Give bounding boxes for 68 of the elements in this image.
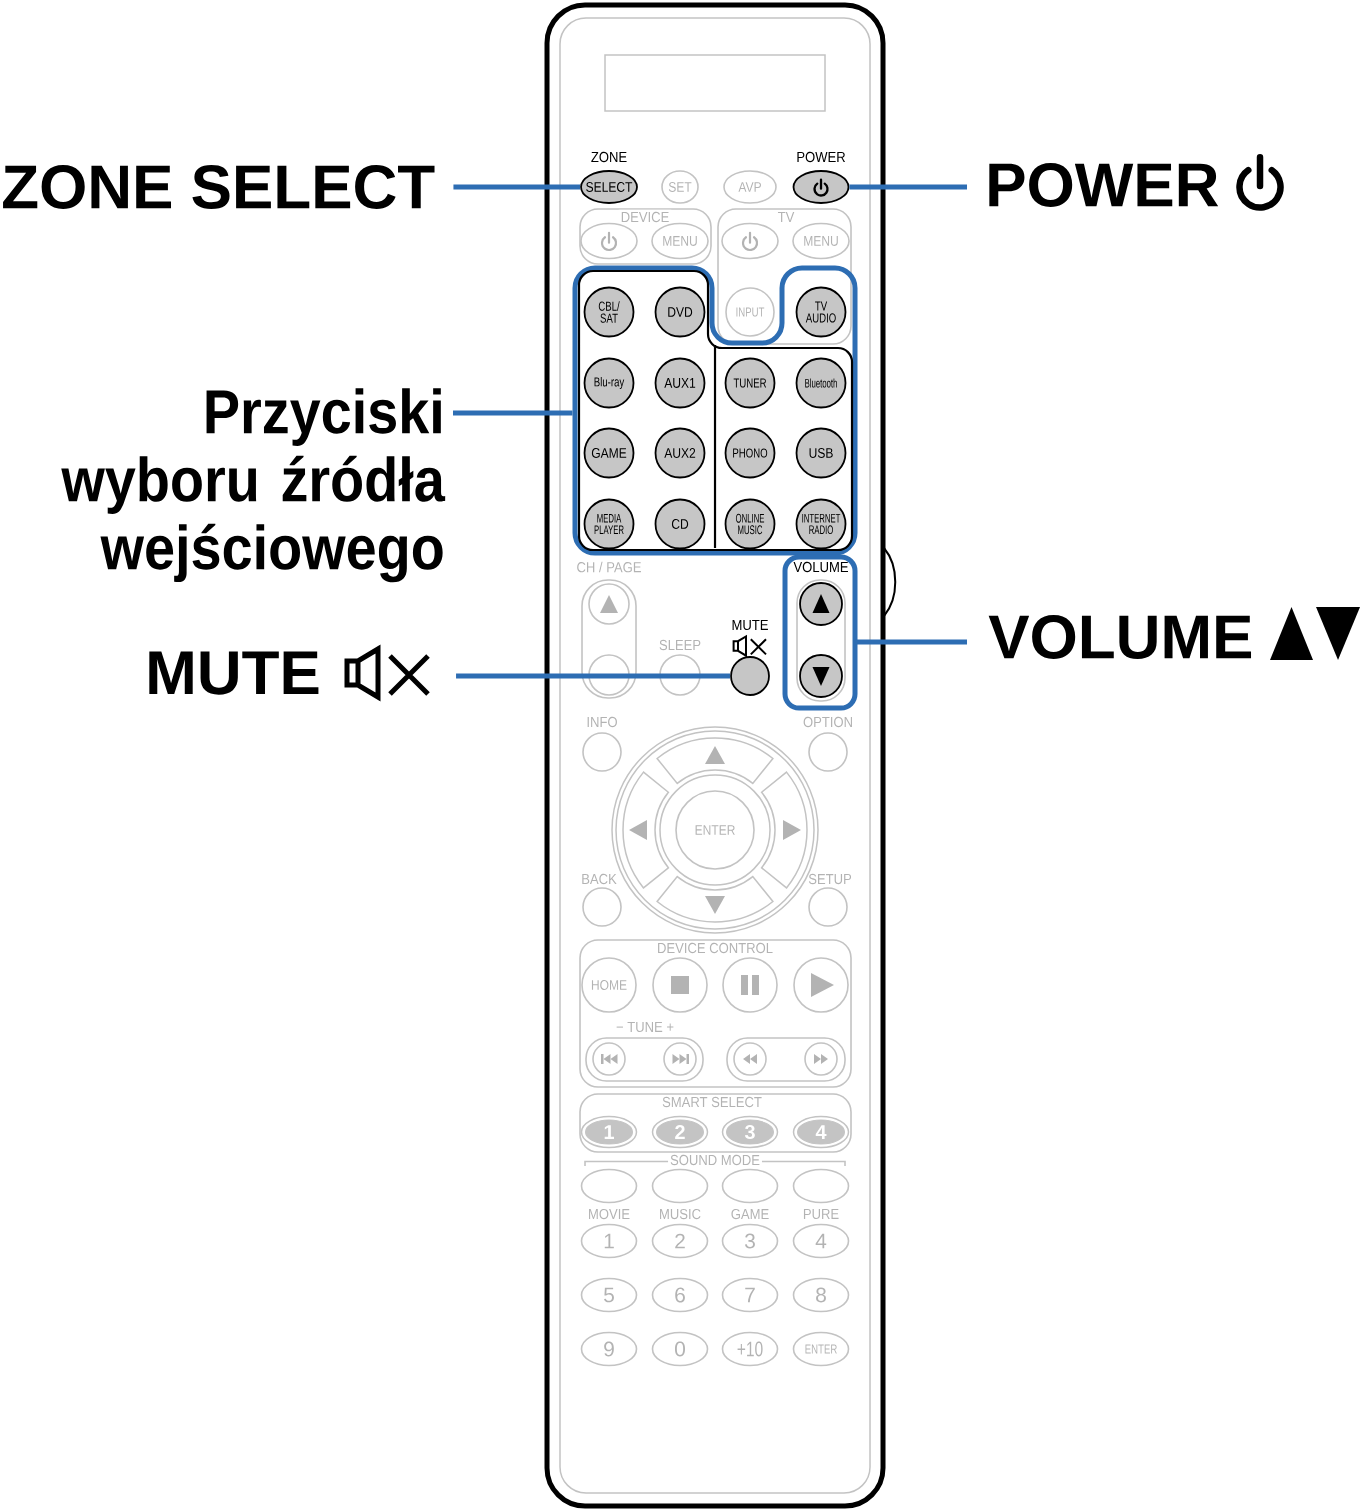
button: Bluetooth	[795, 357, 847, 409]
button-label: MUSIC	[660, 1208, 701, 1220]
button: ENTER	[792, 1331, 850, 1367]
callout-label: ZONE SELECT	[3, 165, 435, 209]
callout-label: POWER	[989, 163, 1219, 207]
button: 5	[580, 1277, 638, 1313]
callout-label: MUTE	[149, 651, 319, 695]
button: CD	[654, 498, 706, 550]
leader-line	[849, 184, 967, 190]
button: Blu-ray	[583, 357, 635, 409]
button: MEDIA PLAYER	[583, 498, 635, 550]
button: 1	[580, 1115, 638, 1149]
button: INPUT	[725, 287, 775, 337]
button: MENU	[651, 222, 709, 260]
button: TV AUDIO	[795, 286, 847, 338]
button-label: INFO	[587, 716, 617, 728]
button: AVP	[723, 170, 777, 204]
button-label: SLEEP	[659, 639, 701, 651]
remote-body	[544, 2, 897, 1509]
button-label: VOLUME	[793, 561, 848, 573]
callout-label: Przyciski wyboru źródła wejściowego	[61, 388, 446, 583]
button: CBL/ SAT	[583, 286, 635, 338]
button: TUNER	[724, 357, 776, 409]
button: 9	[580, 1331, 638, 1367]
button-label: − TUNE +	[616, 1021, 674, 1033]
button-label: MUTE	[732, 619, 768, 631]
button-label: CH / PAGE	[577, 561, 641, 573]
button: +10	[721, 1331, 779, 1367]
button	[588, 654, 630, 696]
button: DVD	[654, 286, 706, 338]
button-label: BACK	[582, 873, 617, 885]
button: 8	[792, 1277, 850, 1313]
button: GAME	[583, 427, 635, 479]
button: PHONO	[724, 427, 776, 479]
leader-line	[855, 639, 967, 645]
button: 7	[721, 1277, 779, 1313]
button: 2	[651, 1115, 709, 1149]
button-label: PURE	[803, 1208, 839, 1220]
button: SELECT	[580, 170, 638, 204]
button: 4	[792, 1223, 850, 1259]
button: HOME	[581, 957, 637, 1013]
leader-line	[453, 410, 573, 416]
button: 2	[651, 1223, 709, 1259]
button-label: ZONE	[591, 151, 627, 163]
button: USB	[795, 427, 847, 479]
button-label: GAME	[731, 1208, 769, 1220]
button: 4	[792, 1115, 850, 1149]
button-label: OPTION	[803, 716, 852, 728]
button: AUX2	[654, 427, 706, 479]
button: SET	[661, 170, 699, 204]
button-label: SETUP	[808, 873, 852, 885]
highlight-outline	[782, 554, 858, 711]
button: 3	[721, 1115, 779, 1149]
button: INTERNET RADIO	[795, 498, 847, 550]
button: 1	[580, 1223, 638, 1259]
button-label: MOVIE	[589, 1208, 630, 1220]
rocker-frame	[726, 1037, 846, 1082]
button: 3	[721, 1223, 779, 1259]
callout-label: VOLUME	[988, 615, 1251, 659]
button: AUX1	[654, 357, 706, 409]
button: 0	[651, 1331, 709, 1367]
button-label: POWER	[797, 151, 846, 163]
button: ENTER	[675, 790, 755, 870]
button: MENU	[792, 222, 850, 260]
leader-line	[453, 184, 581, 190]
button: ONLINE MUSIC	[724, 498, 776, 550]
leader-line	[456, 673, 731, 679]
button: 6	[651, 1277, 709, 1313]
